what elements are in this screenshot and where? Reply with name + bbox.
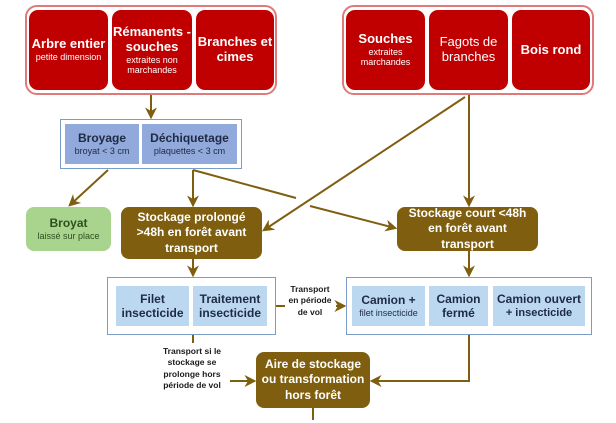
source-bois-rond: Bois rond <box>512 10 590 90</box>
source-arbre-entier: Arbre entier petite dimension <box>29 10 108 90</box>
treatment-title: Traitement insecticide <box>198 291 262 320</box>
treatment-traitement-insecticide: Traitement insecticide <box>193 286 267 326</box>
processing-title: Broyage <box>77 131 127 146</box>
source-branches-cimes: Branches et cimes <box>196 10 274 90</box>
source-fagots: Fagots de branches <box>429 10 508 90</box>
treatment-filet-insecticide: Filet insecticide <box>116 286 189 326</box>
source-title: Bois rond <box>520 41 582 57</box>
source-subtitle: extraites marchandes <box>360 47 411 68</box>
transport-title: Camion + <box>361 293 416 308</box>
arrow-processing-to-short-storage <box>192 169 297 199</box>
transport-camion-ouvert: Camion ouvert + insecticide <box>493 286 585 326</box>
offsite-storage-area: Aire de stockage ou transformation hors … <box>256 352 370 408</box>
source-remanents-souches: Rémanents - souches extraites non marcha… <box>112 10 192 90</box>
source-subtitle: petite dimension <box>35 52 102 63</box>
transport-camion-filet: Camion + filet insecticide <box>352 286 425 326</box>
arrow-processing-to-broyat <box>68 169 109 207</box>
broyat-left-on-site: Broyat laissé sur place <box>26 207 111 251</box>
source-souches: Souches extraites marchandes <box>346 10 425 90</box>
source-title: Arbre entier <box>31 36 106 52</box>
processing-title: Déchiquetage <box>150 131 229 146</box>
storage-short: Stockage court <48h en forêt avant trans… <box>397 206 538 251</box>
transport-subtitle: filet insecticide <box>359 307 418 318</box>
transport-subtitle: + insecticide <box>505 306 573 319</box>
processing-broyage: Broyage broyat < 3 cm <box>65 124 139 164</box>
storage-long: Stockage prolongé >48h en forêt avant tr… <box>121 207 262 259</box>
label-extended-storage: Transport si le stockage se prolonge hor… <box>162 346 222 391</box>
source-title: Branches et cimes <box>197 34 273 64</box>
broyat-title: Broyat <box>49 215 88 230</box>
transport-camion-ferme: Camion fermé <box>429 286 488 326</box>
transport-title: Camion ouvert <box>496 292 581 307</box>
arrow-right-sources-to-long-storage <box>261 96 466 232</box>
processing-subtitle: broyat < 3 cm <box>74 145 130 156</box>
transport-title: Camion fermé <box>436 291 481 320</box>
source-title: Fagots de branches <box>439 34 498 64</box>
arrow-transport-to-offsite <box>369 335 470 387</box>
source-title: Souches <box>358 31 413 47</box>
processing-subtitle: plaquettes < 3 cm <box>153 145 226 156</box>
label-flight-period: Transport en période de vol <box>288 284 332 317</box>
treatment-title: Filet insecticide <box>121 291 184 320</box>
broyat-subtitle: laissé sur place <box>37 230 100 241</box>
source-subtitle: extraites non marchandes <box>126 54 178 75</box>
processing-dechiquetage: Déchiquetage plaquettes < 3 cm <box>142 124 237 164</box>
source-title: Rémanents - souches <box>112 23 192 54</box>
